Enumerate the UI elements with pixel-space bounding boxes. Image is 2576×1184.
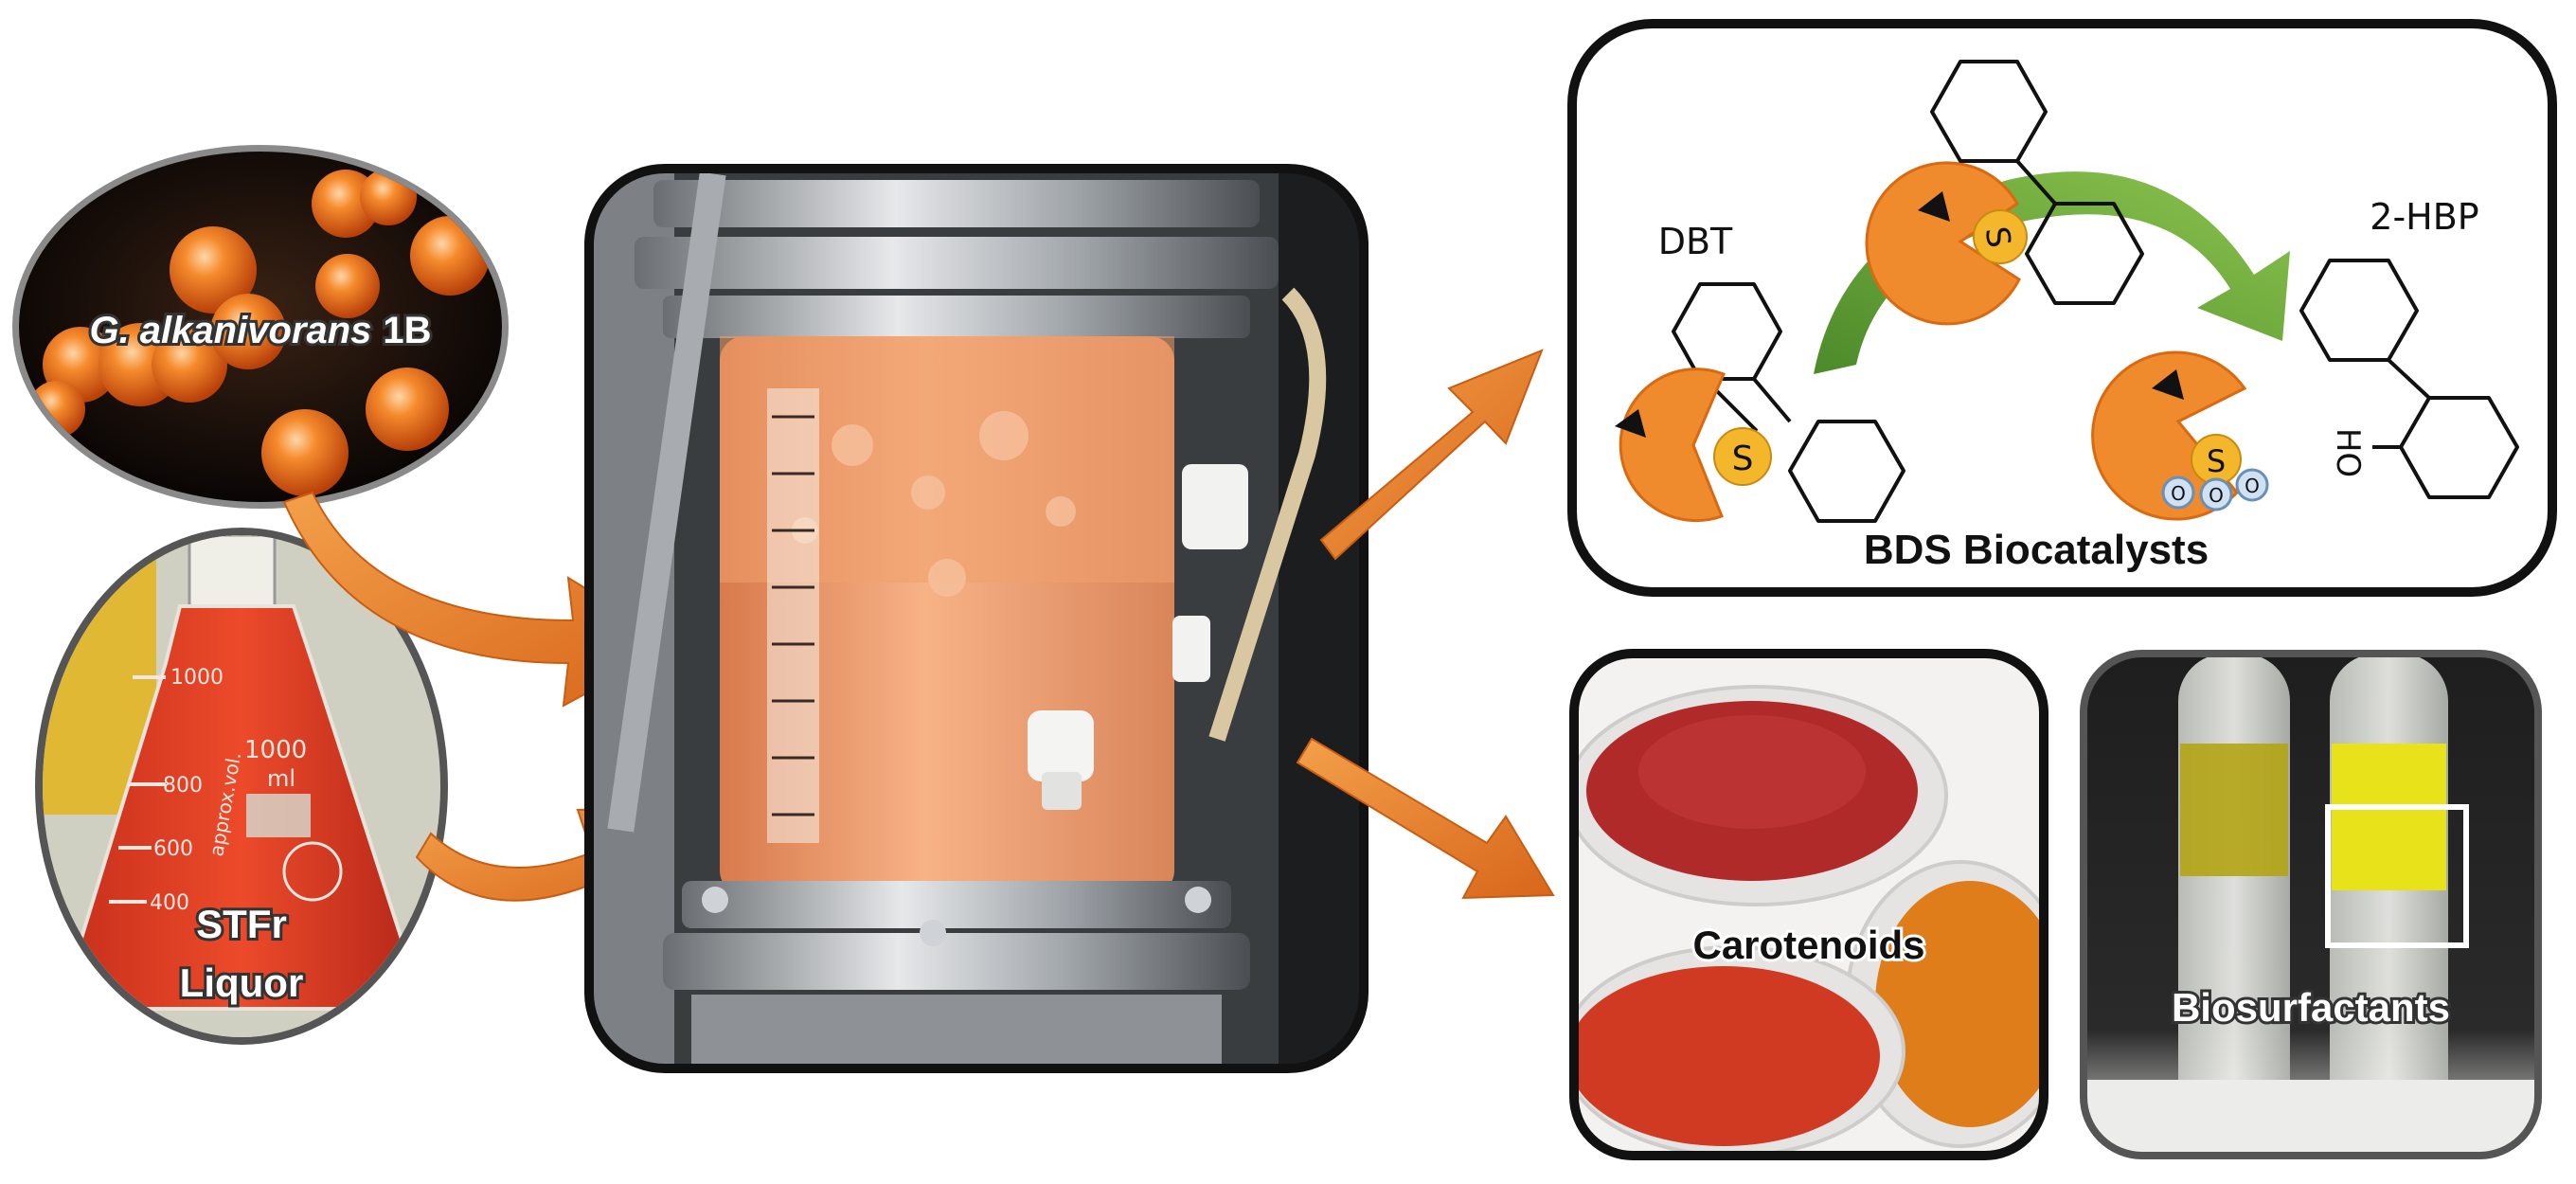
flask-mark-800: 800 (163, 774, 203, 798)
pacman-enzyme-2: S (1865, 60, 2144, 326)
flask-mark-400: 400 (150, 891, 189, 915)
hbp-molecule: HO (2299, 259, 2519, 499)
sulfur-symbol-3: S (2207, 443, 2226, 479)
oxygen-symbol-1: O (2171, 482, 2186, 505)
bds-title: BDS Biocatalysts (1864, 527, 2209, 573)
hbp-label: 2-HBP (2370, 196, 2478, 238)
carotenoids-panel: Carotenoids (1569, 649, 2048, 1160)
bioreactor-panel (584, 164, 1368, 1073)
flask-graduations (109, 675, 166, 904)
biosurfactants-title: Biosurfactants (2172, 985, 2450, 1030)
bds-panel: DBT 2-HBP S S (1567, 19, 2557, 597)
test-tube-right (2330, 654, 2448, 1137)
dbt-label: DBT (1658, 221, 1733, 262)
flask-mark-1000: 1000 (170, 666, 224, 690)
arrow-reactor-to-bds (1319, 349, 1544, 561)
pacman-enzyme-3: S O O O (2091, 350, 2269, 521)
liquor-label-line1: STFr (196, 902, 287, 946)
oxygen-symbol-2: O (2209, 484, 2224, 507)
pacman-enzyme-1: S (1615, 368, 1772, 523)
liquor-label-line2: Liquor (180, 960, 304, 1005)
oxygen-symbol-3: O (2245, 475, 2260, 497)
hydroxyl-label: HO (2329, 428, 2367, 477)
organism-species: G. alkanivorans (89, 310, 371, 351)
arrow-bacteria-to-reactor (282, 491, 680, 708)
liquor-flask: 1000 800 600 400 1000 ml approx.vol. STF… (35, 528, 448, 1045)
oxygen-atoms: O O O (2161, 468, 2269, 511)
sulfur-symbol-1: S (1732, 440, 1754, 478)
biosurfactants-panel: Biosurfactants (2080, 650, 2542, 1159)
organism-label: G. alkanivorans 1B (89, 310, 431, 351)
carotenoids-title: Carotenoids (1692, 923, 1924, 967)
highlight-box (2325, 804, 2469, 948)
bacteria-dish: G. alkanivorans 1B (12, 145, 509, 509)
orange-pigment-dish (1875, 881, 2044, 1127)
arrow-reactor-to-products (1296, 737, 1555, 900)
flask-unit: ml (267, 765, 295, 792)
flask-volume: 1000 (244, 736, 307, 764)
test-tube-left (2178, 654, 2290, 1137)
scarlet-pigment-dish (1574, 966, 1880, 1146)
organism-strain: 1B (383, 310, 431, 351)
flask-mark-600: 600 (153, 837, 193, 861)
